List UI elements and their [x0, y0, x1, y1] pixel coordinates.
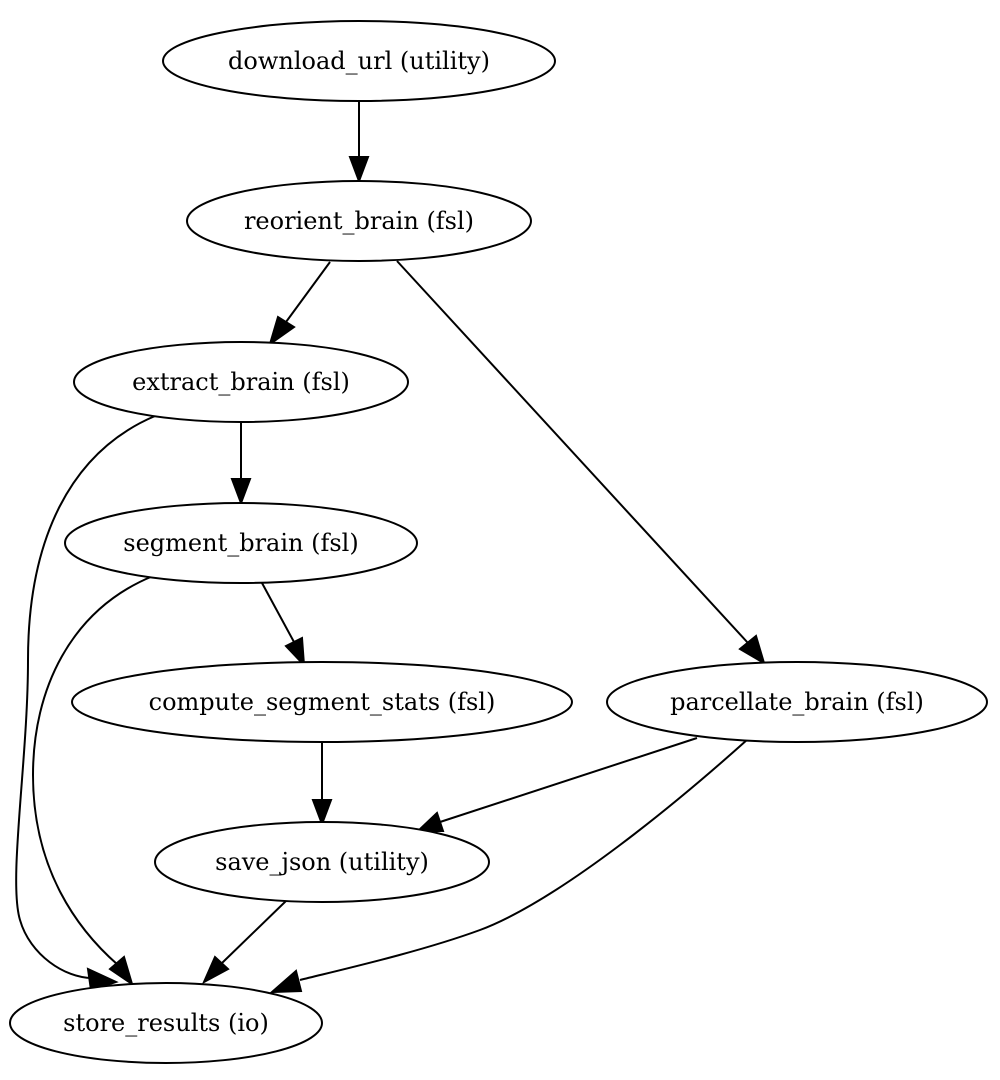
node-label-parcellate-brain: parcellate_brain (fsl) — [670, 688, 924, 716]
node-compute-segment-stats: compute_segment_stats (fsl) — [71, 661, 573, 743]
node-label-compute-segment-stats: compute_segment_stats (fsl) — [149, 688, 496, 716]
edge-segment-brain-to-compute-segment-stats — [261, 582, 306, 668]
node-label-store-results: store_results (io) — [63, 1009, 269, 1037]
node-label-segment-brain: segment_brain (fsl) — [123, 529, 358, 557]
node-download-url: download_url (utility) — [162, 20, 556, 102]
node-label-save-json: save_json (utility) — [215, 848, 429, 876]
node-label-download-url: download_url (utility) — [228, 47, 490, 75]
edge-compute-segment-stats-to-save-json — [311, 740, 333, 827]
edge-reorient-brain-to-extract-brain — [268, 261, 331, 347]
edge-download-url-to-reorient-brain — [348, 101, 370, 184]
edge-reorient-brain-to-parcellate-brain — [396, 260, 766, 666]
edges — [15, 101, 766, 994]
node-label-reorient-brain: reorient_brain (fsl) — [244, 207, 474, 235]
edge-parcellate-brain-to-store-results — [269, 738, 749, 994]
node-segment-brain: segment_brain (fsl) — [64, 502, 418, 584]
node-save-json: save_json (utility) — [154, 821, 490, 903]
edge-segment-brain-to-store-results — [31, 575, 154, 987]
nodes: download_url (utility) reorient_brain (f… — [9, 20, 988, 1064]
node-reorient-brain: reorient_brain (fsl) — [186, 180, 532, 262]
edge-save-json-to-store-results — [201, 899, 288, 985]
node-extract-brain: extract_brain (fsl) — [73, 341, 409, 423]
edge-extract-brain-to-segment-brain — [230, 422, 252, 506]
node-parcellate-brain: parcellate_brain (fsl) — [606, 661, 988, 743]
node-label-extract-brain: extract_brain (fsl) — [132, 368, 350, 396]
node-store-results: store_results (io) — [9, 982, 323, 1064]
